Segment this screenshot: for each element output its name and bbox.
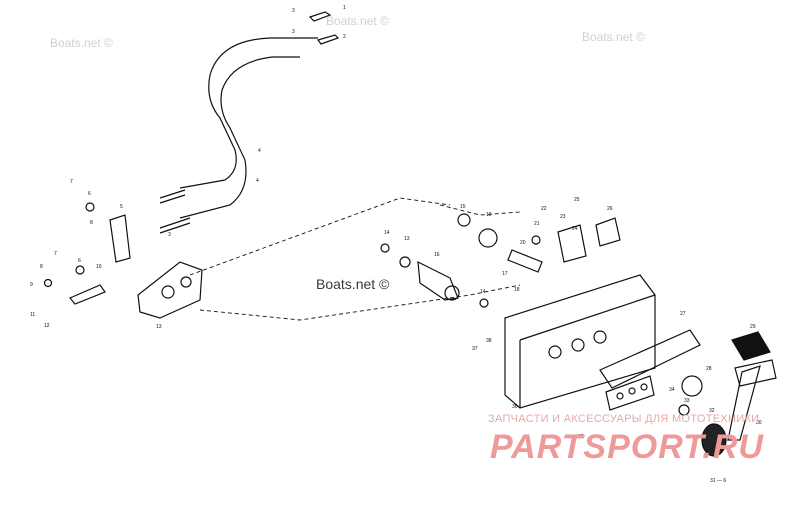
callout-7b: 7 — [54, 251, 57, 257]
callout-32: 32 — [709, 408, 715, 414]
switch-bracket — [557, 224, 587, 263]
callout-6a: 6 — [88, 191, 91, 197]
washer-13 — [399, 256, 411, 268]
callout-10: 10 — [96, 264, 102, 270]
callout-21: 21 — [534, 221, 540, 227]
pedal-bracket — [734, 359, 777, 387]
cable-end-left-a — [159, 189, 186, 204]
callout-38: 38 — [486, 338, 492, 344]
callout-12: 12 — [44, 323, 50, 329]
spacer-33 — [678, 404, 690, 416]
box-hole-2 — [571, 338, 585, 352]
callout-14a: 14 — [384, 230, 390, 236]
callout-13a: 13 — [156, 324, 162, 330]
callout-26: 26 — [607, 206, 613, 212]
callout-3a: 3 — [292, 8, 295, 14]
panel-hole-2 — [628, 387, 636, 395]
callout-22: 22 — [541, 206, 547, 212]
panel-hole-3 — [640, 383, 648, 391]
pedal-pad — [731, 331, 771, 361]
nut-9 — [43, 278, 53, 288]
panel-hole-1 — [616, 392, 624, 400]
box-hole-1 — [548, 345, 562, 359]
callout-25: 25 — [574, 197, 580, 203]
callout-4a: 4 — [258, 148, 261, 154]
switch-panel — [605, 375, 655, 411]
brand-logo: PARTSPORT.RU — [490, 428, 764, 466]
callout-6b: 6 — [78, 258, 81, 264]
mount-plate-26 — [595, 217, 621, 247]
callout-33: 33 — [684, 398, 690, 404]
callout-18: 18 — [514, 287, 520, 293]
spring-cylinder — [507, 249, 543, 273]
callout-35: 35 — [578, 434, 584, 440]
callout-2: 2 — [343, 34, 346, 40]
face-plate — [599, 329, 701, 389]
assembly-line-right — [439, 204, 521, 216]
callout-4b: 4 — [256, 178, 259, 184]
lever-bracket — [109, 214, 131, 263]
cylinder-cap — [531, 235, 541, 245]
cable-end-mid — [317, 34, 340, 45]
assembly-line-upper — [189, 197, 451, 276]
watermark-center: Boats.net © — [316, 276, 390, 292]
watermark-top-center: Boats.net © — [326, 14, 389, 28]
callout-14b: 14 — [480, 289, 486, 295]
callout-3c: 3 — [168, 232, 171, 238]
pedal-drum — [701, 423, 727, 457]
callout-17: 17 — [502, 271, 508, 277]
gear-small — [457, 213, 471, 227]
callout-15: 15 — [460, 204, 466, 210]
callout-9: 9 — [30, 282, 33, 288]
callout-8a: 8 — [90, 220, 93, 226]
shaft-end — [444, 285, 460, 301]
watermark-top-left: Boats.net © — [50, 36, 113, 50]
plate-hole-a — [161, 285, 175, 299]
callout-1: 1 — [343, 5, 346, 11]
gear-large — [478, 228, 498, 248]
washer-6b — [75, 265, 85, 275]
callout-37: 37 — [472, 346, 478, 352]
plate-hole-b — [180, 276, 192, 288]
callout-34: 34 — [669, 387, 675, 393]
callout-36: 36 — [512, 404, 518, 410]
callout-7a: 7 — [70, 179, 73, 185]
callout-19: 19 — [486, 212, 492, 218]
callout-29: 29 — [750, 324, 756, 330]
callout-24: 24 — [572, 226, 578, 232]
bushing-14b — [479, 298, 489, 308]
callout-30: 30 — [756, 420, 762, 426]
plug-cap — [681, 375, 703, 397]
control-box-front — [519, 294, 656, 341]
callout-8b: 8 — [40, 264, 43, 270]
callout-31: 31 — 6 — [710, 478, 726, 484]
callout-11: 11 — [30, 312, 35, 318]
washer-6 — [85, 202, 95, 212]
brand-tagline: ЗАПЧАСТИ И АКСЕССУАРЫ ДЛЯ МОТОТЕХНИКИ — [488, 413, 760, 425]
watermark-top-right: Boats.net © — [582, 30, 645, 44]
callout-28: 28 — [706, 366, 712, 372]
callout-20: 20 — [520, 240, 526, 246]
control-cable-lower — [179, 56, 300, 219]
throttle-lever — [69, 284, 106, 305]
cable-end-top — [308, 11, 332, 22]
box-hole-3 — [593, 330, 607, 344]
callout-27: 27 — [680, 311, 686, 317]
shift-shaft — [417, 260, 459, 301]
callout-16: 16 — [434, 252, 440, 258]
mounting-plate — [137, 261, 203, 319]
assembly-line-lower — [199, 284, 521, 321]
callout-3b: 3 — [292, 29, 295, 35]
bushing-14a — [380, 243, 390, 253]
callout-13b: 13 — [404, 236, 410, 242]
pedal-arm — [727, 365, 761, 441]
control-box-housing — [504, 274, 656, 409]
control-cable-upper — [179, 37, 318, 189]
callout-5: 5 — [120, 204, 123, 210]
callout-23: 23 — [560, 214, 566, 220]
cable-end-left-b — [159, 217, 191, 234]
